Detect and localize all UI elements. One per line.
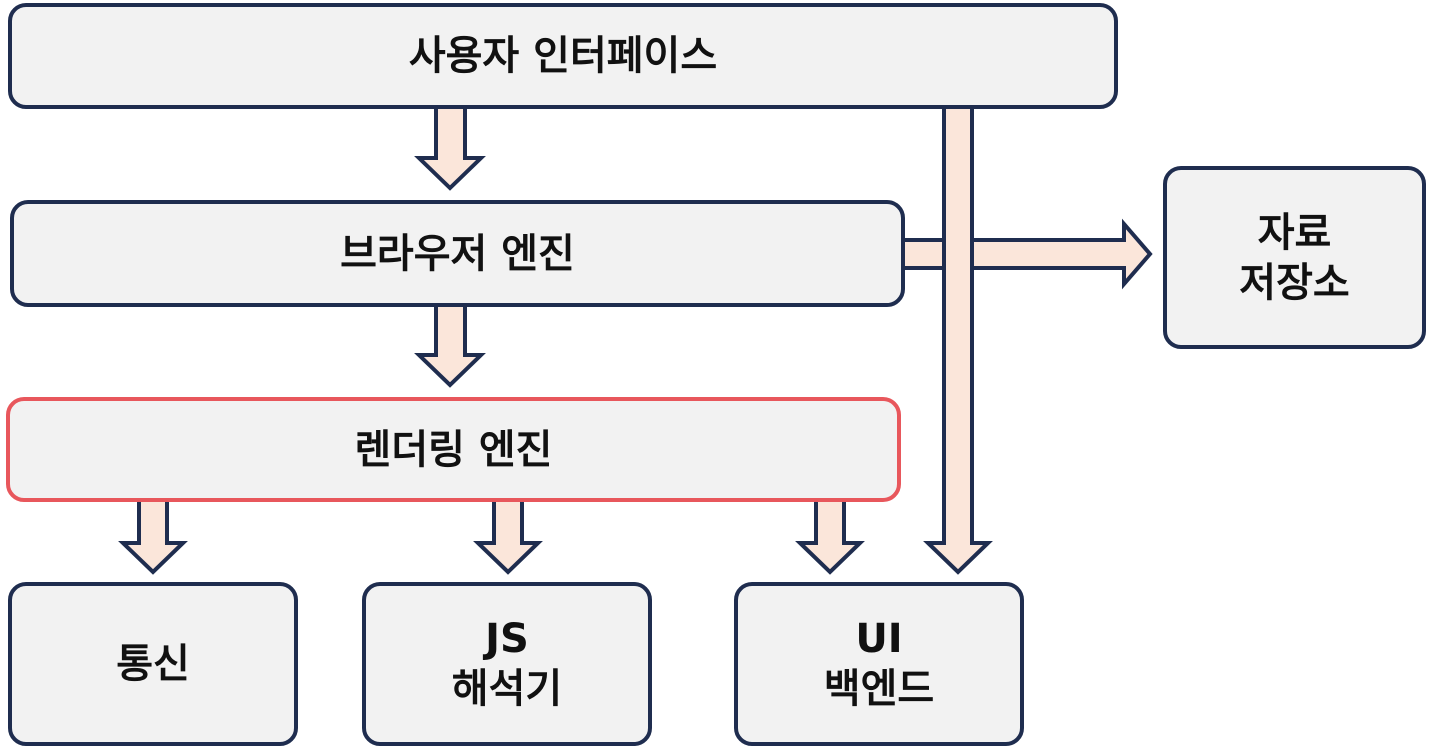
arrow-browser-engine-to-data-storage xyxy=(901,218,1153,290)
data-storage-label-line-2: 저장소 xyxy=(1239,259,1350,306)
data-storage-box: 자료 저장소 xyxy=(1163,166,1426,349)
arrow-ui-to-browser-engine xyxy=(414,105,486,191)
arrow-rendering-engine-to-ui-backend xyxy=(795,498,865,575)
rendering-engine-box: 렌더링 엔진 xyxy=(6,397,901,502)
browser-engine-box: 브라우저 엔진 xyxy=(10,200,905,307)
arrow-ui-to-ui-backend xyxy=(923,105,993,575)
user-interface-label: 사용자 인터페이스 xyxy=(408,33,718,79)
browser-engine-label: 브라우저 엔진 xyxy=(340,230,575,277)
arrow-rendering-engine-to-networking xyxy=(118,498,188,575)
ui-backend-box: UI 백엔드 xyxy=(734,582,1024,746)
arrow-rendering-engine-to-js-interpreter xyxy=(473,498,543,575)
arrow-browser-engine-to-rendering-engine xyxy=(414,303,486,388)
user-interface-box: 사용자 인터페이스 xyxy=(8,3,1118,109)
rendering-engine-label: 렌더링 엔진 xyxy=(354,426,553,473)
js-interpreter-label-line-2: 해석기 xyxy=(451,666,563,712)
js-interpreter-label-line-1: JS xyxy=(485,616,529,662)
data-storage-label-line-1: 자료 xyxy=(1257,209,1332,256)
ui-backend-label-line-1: UI xyxy=(855,616,903,662)
ui-backend-label-line-2: 백엔드 xyxy=(823,666,935,712)
networking-label: 통신 xyxy=(116,641,190,687)
networking-box: 통신 xyxy=(8,582,298,746)
js-interpreter-box: JS 해석기 xyxy=(362,582,652,746)
